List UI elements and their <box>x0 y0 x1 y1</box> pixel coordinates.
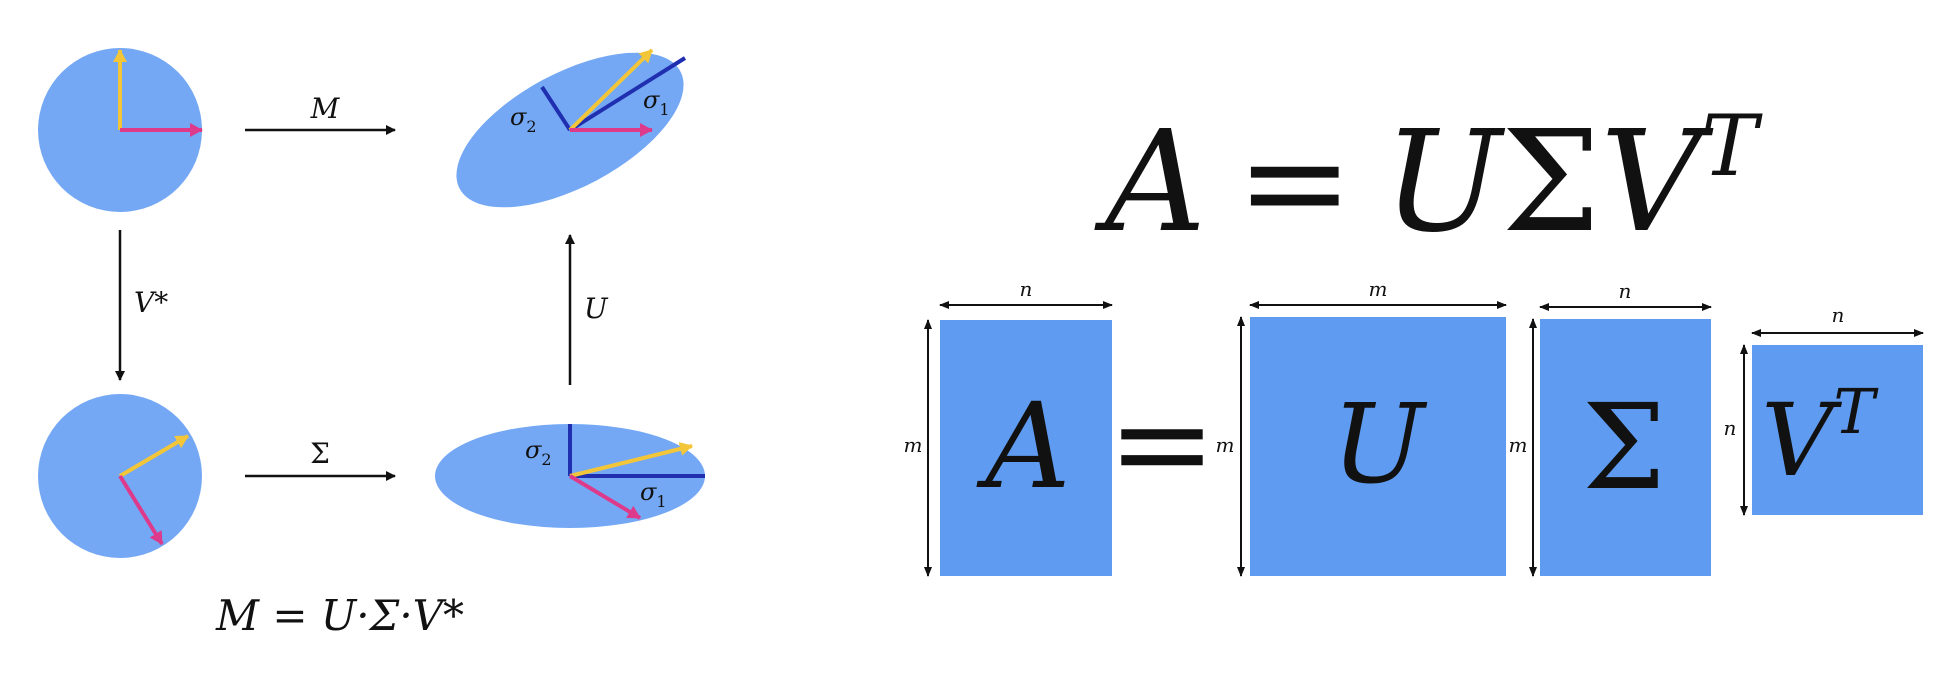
top-dimension-label: n <box>1619 279 1632 303</box>
equation-sigma: Σ <box>1501 101 1600 264</box>
top-dimension-label: n <box>1832 303 1845 327</box>
equation-a: A <box>1094 101 1206 264</box>
arrow-v-star: V* <box>115 230 168 381</box>
equation-equals: = <box>1236 101 1353 264</box>
matrix-svd-diagram: A=UΣVT n m A = m m U n m Σ <box>904 97 1924 577</box>
arrow-label-m: M <box>310 92 341 125</box>
matrix-block-sigma: n m Σ <box>1509 279 1712 577</box>
sigma1-label-top: σ1 <box>643 86 670 119</box>
yellow-vector <box>569 442 693 478</box>
block-rect <box>1752 345 1923 515</box>
block-rect <box>940 320 1112 576</box>
svd-formula: M = U·Σ·V* <box>215 591 464 640</box>
scaled-ellipse-bottom: σ2 σ1 <box>435 424 705 528</box>
unit-circle-top <box>38 48 203 212</box>
equation-superscript-t: T <box>1702 97 1764 195</box>
side-dimension-label: m <box>1509 433 1528 457</box>
top-dimension-label: n <box>1020 277 1033 301</box>
matrix-block-vt: n n VT <box>1724 303 1924 516</box>
yellow-vector <box>568 48 654 132</box>
rotated-circle-bottom <box>38 394 202 558</box>
block-symbol: U <box>1332 380 1428 508</box>
arrow-label-sigma: Σ <box>310 437 330 470</box>
matrix-block-a: n m A <box>904 277 1113 577</box>
svd-equation: A=UΣVT <box>1094 97 1764 264</box>
sigma2-label-bottom: σ2 <box>525 436 552 469</box>
block-symbol: A <box>976 377 1070 515</box>
yellow-vector <box>118 434 190 478</box>
arrow-label-v-star: V* <box>134 286 168 319</box>
side-dimension-label: m <box>1216 433 1235 457</box>
equation-u: U <box>1383 101 1505 264</box>
block-equals-sign: = <box>1108 367 1217 519</box>
rotated-ellipse-top: σ2 σ1 <box>456 48 687 208</box>
side-dimension-label: m <box>904 433 923 457</box>
block-symbol: VT <box>1761 375 1879 499</box>
block-symbol: Σ <box>1582 378 1665 516</box>
side-dimension-label: n <box>1724 416 1737 440</box>
top-dimension-label: m <box>1369 277 1388 301</box>
arrow-m: M <box>245 92 396 135</box>
block-rect <box>1540 319 1711 576</box>
sigma1-axis <box>568 56 687 132</box>
sigma2-axis <box>540 85 572 132</box>
magenta-vector <box>118 474 164 546</box>
sigma2-label-top: σ2 <box>510 103 537 136</box>
equation-v: V <box>1600 101 1714 264</box>
geometric-svd-diagram: σ2 σ1 σ2 σ1 M V* Σ U M <box>38 48 705 640</box>
block-rect <box>1250 317 1506 576</box>
arrow-label-u: U <box>584 292 609 325</box>
magenta-vector <box>568 474 642 520</box>
arrow-sigma: Σ <box>245 437 396 481</box>
matrix-block-u: m m U <box>1216 277 1507 577</box>
sigma1-label-bottom: σ1 <box>640 478 667 511</box>
arrow-u: U <box>565 234 609 385</box>
